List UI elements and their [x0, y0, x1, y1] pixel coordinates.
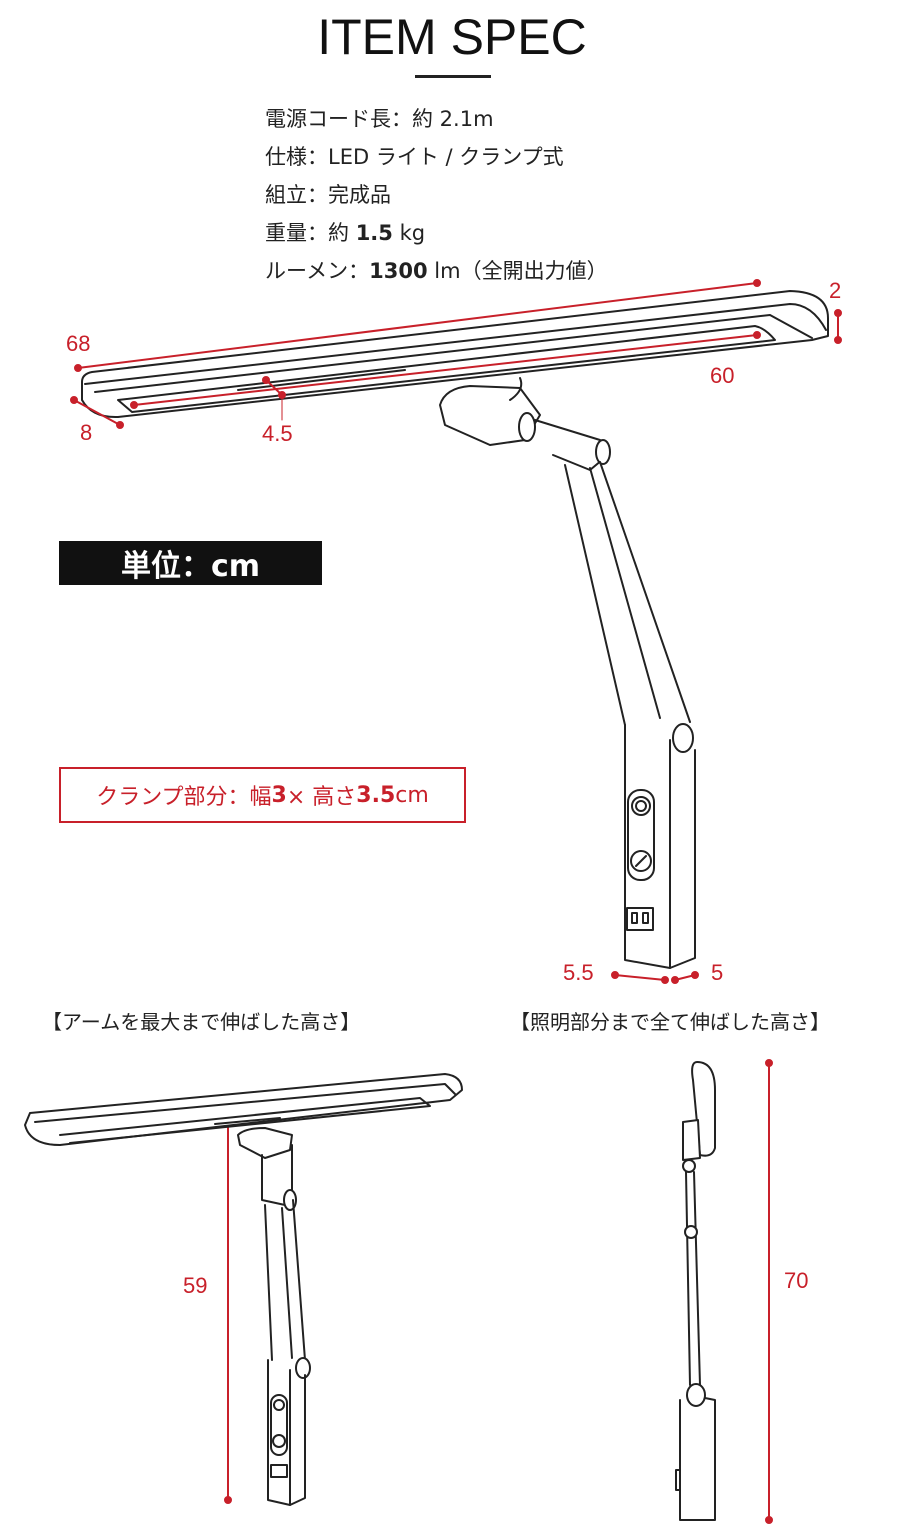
unit-label: 単位：cm: [59, 541, 322, 585]
spec-type: 仕様：LED ライト / クランプ式: [265, 141, 564, 171]
dimension-lines: [70, 279, 842, 1524]
dim-label-length: 68: [66, 331, 91, 356]
clamp-times: × 高さ: [286, 785, 357, 810]
dim-line-depth: [73, 399, 121, 426]
dim-line-length: [77, 282, 758, 369]
spec-label: 重量：: [265, 221, 328, 245]
clamp-width: 3: [271, 782, 287, 808]
dim-label-light-width: 4.5: [262, 421, 293, 446]
title-underline: [415, 75, 491, 78]
clamp-label: クランプ部分：幅: [96, 785, 272, 810]
dim-label-depth: 8: [80, 420, 93, 445]
page-title: ITEM SPEC: [317, 9, 587, 65]
dim-label-full-height: 70: [784, 1268, 809, 1293]
dim-line-light-length: [133, 334, 758, 406]
dim-label-base-width: 5: [711, 960, 724, 985]
spec-value: 約 2.1m: [412, 107, 494, 131]
spec-label: 仕様：: [265, 145, 328, 169]
lamp-head-drawing: [81, 290, 829, 969]
dim-label-thickness: 2: [829, 278, 842, 303]
clamp-size-box: クランプ部分：幅 3× 高さ 3.5 cm: [59, 767, 466, 823]
spec-lumen: ルーメン：1300 lm（全開出力値）: [265, 255, 608, 285]
spec-cord: 電源コード長：約 2.1m: [265, 103, 494, 133]
spec-label: 電源コード長：: [265, 107, 412, 131]
spec-value: 1.5: [355, 221, 393, 245]
clamp-height: 3.5: [356, 782, 396, 808]
dim-label-arm-height: 59: [183, 1273, 208, 1298]
spec-unit: lm（全開出力値）: [427, 259, 608, 283]
spec-label: ルーメン：: [265, 259, 370, 283]
spec-prefix: 約: [328, 221, 356, 245]
spec-unit: kg: [392, 221, 426, 245]
spec-value: 1300: [369, 259, 428, 283]
spec-weight: 重量：約 1.5 kg: [265, 217, 425, 247]
spec-value: LED ライト / クランプ式: [328, 145, 564, 169]
heading-arm-extended: 【アームを最大まで伸ばした高さ】: [42, 1010, 361, 1034]
spec-assembly: 組立：完成品: [265, 179, 391, 209]
clamp-unit: cm: [395, 782, 429, 808]
lamp-fully-extended-drawing: [675, 1061, 716, 1521]
heading-fully-extended: 【照明部分まで全て伸ばした高さ】: [510, 1010, 830, 1034]
spec-value: 完成品: [328, 183, 391, 207]
spec-label: 組立：: [265, 183, 328, 207]
dim-label-light-length: 60: [710, 363, 735, 388]
lamp-arm-extended-drawing: [24, 1073, 463, 1506]
dim-line-base-depth: [614, 974, 666, 981]
dim-label-base-depth: 5.5: [563, 960, 594, 985]
